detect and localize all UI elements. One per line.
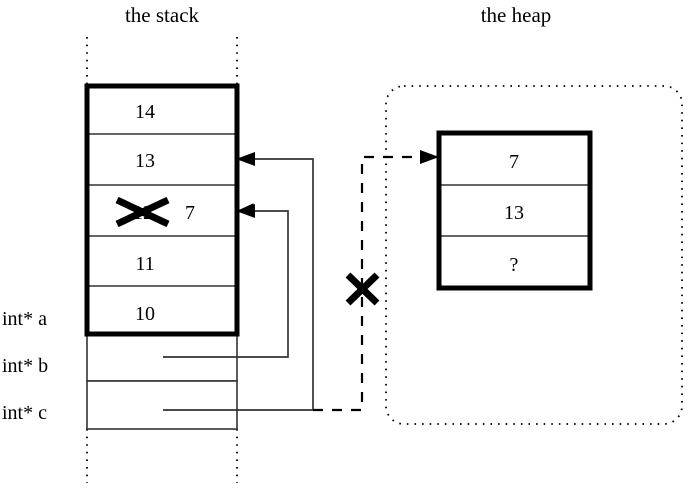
pointer-b-connector bbox=[163, 210, 289, 358]
stale-heap-pointer-dashed-connector bbox=[313, 155, 420, 412]
heap-block-outline bbox=[436, 130, 593, 291]
stack-cell-value-3: 11 bbox=[135, 253, 154, 275]
heap-block-background bbox=[439, 133, 590, 288]
pointer-label-a: int* a bbox=[2, 308, 47, 330]
heap-cell-value-2: ? bbox=[510, 254, 519, 276]
heap-cell-value-0: 7 bbox=[509, 151, 519, 173]
struck-value-x-icon bbox=[115, 196, 170, 228]
pointer-b-arrowhead-solid bbox=[236, 204, 255, 218]
pointer-label-c: int* c bbox=[2, 402, 47, 424]
stack-cell-value-0: 14 bbox=[135, 101, 155, 123]
heap-title: the heap bbox=[481, 3, 552, 27]
stack-cell-value-2-replacement: 7 bbox=[185, 202, 195, 224]
stack-frame-outline bbox=[84, 83, 240, 337]
pointer-label-b: int* b bbox=[2, 355, 48, 377]
stale-heap-pointer-arrowhead bbox=[420, 150, 439, 164]
stack-title: the stack bbox=[125, 3, 200, 27]
heap-cell-value-1: 13 bbox=[504, 202, 524, 224]
stack-cell-value-1: 13 bbox=[135, 150, 155, 172]
pointer-cell-c[interactable] bbox=[86, 380, 238, 430]
pointer-c-connector bbox=[163, 158, 314, 411]
invalid-pointer-x-icon bbox=[345, 272, 380, 306]
stack-frame-background bbox=[87, 86, 237, 334]
pointer-c-arrowhead-solid bbox=[236, 152, 255, 166]
heap-region-boundary bbox=[385, 85, 683, 425]
stack-cell-value-4: 10 bbox=[135, 303, 155, 325]
